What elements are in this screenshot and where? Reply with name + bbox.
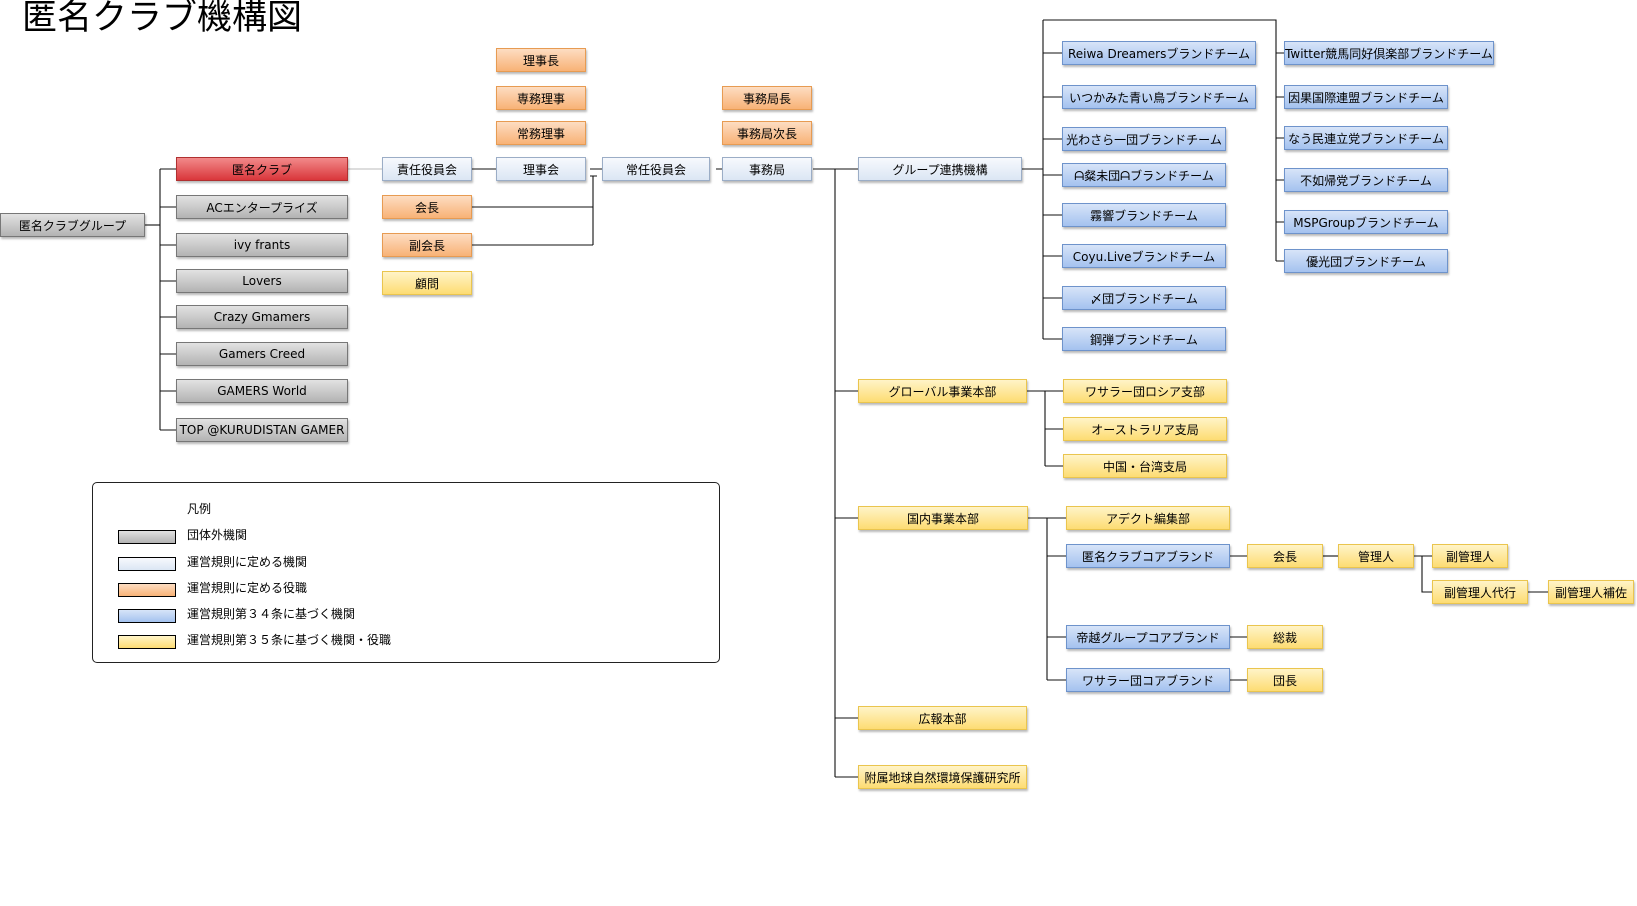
team-twitter-keiba[interactable]: Twitter競馬同好倶楽部ブランドチーム [1284,41,1494,65]
role-komon[interactable]: 顧問 [382,271,472,295]
team-yukodan[interactable]: 優光団ブランドチーム [1284,249,1448,273]
legend-swatch-organ [118,557,176,571]
role-fuku-kanrinin-hosa[interactable]: 副管理人補佐 [1548,580,1634,604]
org-group[interactable]: 匿名クラブグループ [0,213,145,237]
org-global[interactable]: グローバル事業本部 [858,379,1027,403]
org-crazy-gmamers[interactable]: Crazy Gmamers [176,305,348,329]
team-itsukamita[interactable]: いつかみた青い鳥ブランドチーム [1062,85,1256,109]
role-kaicho[interactable]: 会長 [382,195,472,219]
legend-label-organ: 運営規則に定める機関 [187,555,308,569]
role-sosai[interactable]: 総裁 [1247,625,1323,649]
team-reiwa[interactable]: Reiwa Dreamersブランドチーム [1062,41,1256,65]
legend-label-article34: 運営規則第３４条に基づく機関 [187,607,356,621]
org-koho[interactable]: 広報本部 [858,706,1027,730]
org-gamers-creed[interactable]: Gamers Creed [176,342,348,366]
team-kirihibiki[interactable]: 霧響ブランドチーム [1062,203,1226,227]
legend-title: 凡例 [187,502,212,516]
legend-swatch-external [118,530,176,544]
org-gamers-world[interactable]: GAMERS World [176,379,348,403]
org-australia[interactable]: オーストラリア支局 [1063,417,1227,441]
org-sekinin-yakuin[interactable]: 責任役員会 [382,157,472,181]
org-adect[interactable]: アデクト編集部 [1066,506,1230,530]
team-hikariwasara[interactable]: 光わさら一団ブランドチーム [1062,127,1226,151]
team-fujokito[interactable]: 不如帰党ブランドチーム [1284,168,1448,192]
org-wasara-russia[interactable]: ワサラー団ロシア支部 [1063,379,1227,403]
diagram-title: 匿名クラブ機構図 [22,0,303,38]
org-ac-enterprise[interactable]: ACエンタープライズ [176,195,348,219]
role-core-kaicho[interactable]: 会長 [1247,544,1323,568]
legend-box: 凡例 団体外機関 運営規則に定める機関 運営規則に定める役職 運営規則第３４条に… [92,482,720,663]
org-top-kurudistan[interactable]: TOP @KURUDISTAN GAMER [176,418,348,442]
org-rijikai[interactable]: 理事会 [496,157,586,181]
role-fuku-kanrinin-daiko[interactable]: 副管理人代行 [1432,580,1528,604]
legend-label-role: 運営規則に定める役職 [187,581,308,595]
org-china-taiwan[interactable]: 中国・台湾支局 [1063,454,1227,478]
role-dancho[interactable]: 団長 [1247,668,1323,692]
team-kodan[interactable]: 鋼弾ブランドチーム [1062,327,1226,351]
legend-swatch-article35 [118,635,176,649]
legend-swatch-role [118,583,176,597]
team-mspgroup[interactable]: MSPGroupブランドチーム [1284,210,1448,234]
role-fuku-kaicho[interactable]: 副会長 [382,233,472,257]
legend-swatch-article34 [118,609,176,623]
team-inga[interactable]: 因果国際連盟ブランドチーム [1284,85,1448,109]
org-kokunai[interactable]: 国内事業本部 [858,506,1028,530]
team-kogoe[interactable]: ᗩ粲未団ᗩブランドチーム [1062,163,1226,187]
team-coyu[interactable]: Coyu.Liveブランドチーム [1062,244,1226,268]
org-group-renkei[interactable]: グループ連携機構 [858,157,1022,181]
org-lovers[interactable]: Lovers [176,269,348,293]
org-tokumei-club[interactable]: 匿名クラブ [176,157,348,181]
role-kanrinin[interactable]: 管理人 [1338,544,1414,568]
org-wasara-core[interactable]: ワサラー団コアブランド [1066,668,1230,692]
role-rijicho[interactable]: 理事長 [496,48,586,72]
legend-label-external: 団体外機関 [187,528,248,542]
role-jimukyoku-jicho[interactable]: 事務局次長 [722,121,812,145]
org-fuzoku[interactable]: 附属地球自然環境保護研究所 [858,765,1027,789]
org-tokumei-core[interactable]: 匿名クラブコアブランド [1066,544,1230,568]
org-ivy-frants[interactable]: ivy frants [176,233,348,257]
team-shime[interactable]: 〆団ブランドチーム [1062,286,1226,310]
role-fuku-kanrinin[interactable]: 副管理人 [1432,544,1508,568]
org-jonin-yakuin[interactable]: 常任役員会 [602,157,710,181]
org-jimukyoku[interactable]: 事務局 [722,157,812,181]
role-jimukyokucho[interactable]: 事務局長 [722,86,812,110]
team-nau[interactable]: なう民連立党ブランドチーム [1284,126,1448,150]
legend-label-article35: 運営規則第３５条に基づく機関・役職 [187,633,392,647]
role-senmu-riji[interactable]: 専務理事 [496,86,586,110]
role-jomu-riji[interactable]: 常務理事 [496,121,586,145]
org-teietsu-core[interactable]: 帝越グループコアブランド [1066,625,1230,649]
